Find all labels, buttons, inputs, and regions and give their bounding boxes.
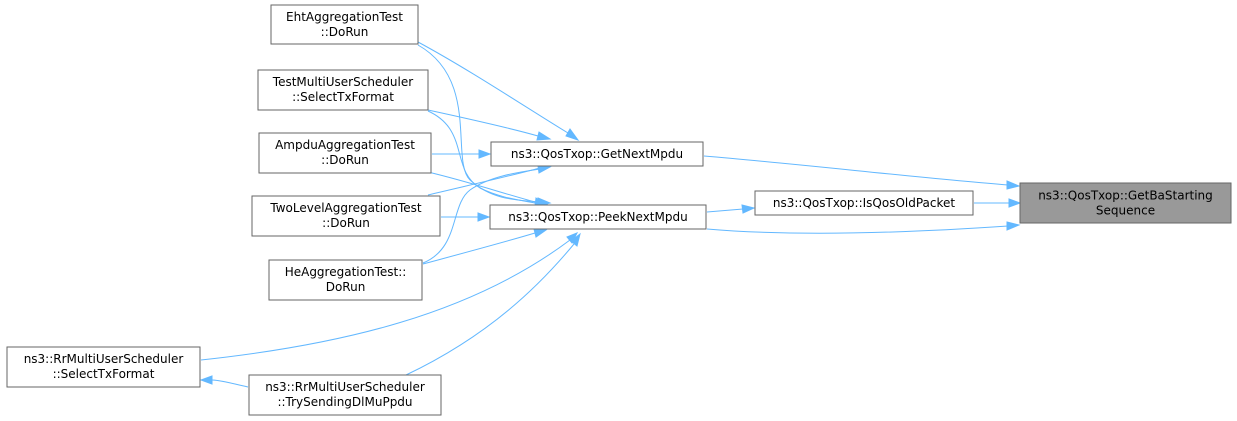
node-get-next-mpdu[interactable]: ns3::QosTxop::GetNextMpdu — [490, 141, 704, 167]
edge-rrtry-to-peeknext — [405, 232, 581, 376]
node-label-line: Sequence — [1096, 204, 1155, 218]
node-label-line: ::DoRun — [321, 153, 369, 167]
node-label-line: TwoLevelAggregationTest — [269, 201, 422, 215]
node-label-line: ns3::QosTxop::IsQosOldPacket — [773, 196, 956, 210]
node-label-line: ::SelectTxFormat — [53, 367, 155, 381]
node-get-ba-starting-sequence[interactable]: ns3::QosTxop::GetBaStarting Sequence — [1019, 182, 1232, 224]
node-label-line: ns3::QosTxop::PeekNextMpdu — [508, 210, 687, 224]
node-he-aggregation-test-dorun[interactable]: HeAggregationTest:: DoRun — [268, 259, 423, 301]
edge-testmu-to-getnext — [427, 109, 552, 141]
node-label-line: ns3::RrMultiUserScheduler — [24, 352, 184, 366]
node-label-line: ::DoRun — [322, 216, 370, 230]
edge-twolevel-to-peeknext — [441, 212, 491, 222]
node-rr-multi-user-scheduler-select-tx-format[interactable]: ns3::RrMultiUserScheduler ::SelectTxForm… — [6, 346, 201, 388]
edge-isqos-to-root — [974, 198, 1022, 208]
edge-eht-to-getnext — [417, 41, 580, 141]
node-label-line: ns3::QosTxop::GetNextMpdu — [511, 147, 683, 161]
node-label-line: DoRun — [326, 280, 366, 294]
edge-ampdu-to-getnext — [432, 149, 492, 159]
node-eht-aggregation-test-dorun[interactable]: EhtAggregationTest ::DoRun — [270, 4, 419, 45]
edge-rrtry-to-rrselect — [199, 375, 249, 388]
node-two-level-aggregation-test-dorun[interactable]: TwoLevelAggregationTest ::DoRun — [251, 195, 441, 237]
node-label-line: HeAggregationTest:: — [285, 265, 407, 279]
node-label-line: ::SelectTxFormat — [292, 90, 394, 104]
node-label-line: TestMultiUserScheduler — [272, 75, 413, 89]
node-label-line: ns3::RrMultiUserScheduler — [265, 380, 425, 394]
node-peek-next-mpdu[interactable]: ns3::QosTxop::PeekNextMpdu — [489, 204, 707, 230]
edge-peeknext-to-isqos — [706, 204, 756, 214]
node-label-line: EhtAggregationTest — [286, 10, 403, 24]
edge-he-to-peeknext — [422, 228, 548, 265]
node-is-qos-old-packet[interactable]: ns3::QosTxop::IsQosOldPacket — [754, 190, 974, 216]
node-test-multi-user-scheduler-select-tx-format[interactable]: TestMultiUserScheduler ::SelectTxFormat — [257, 69, 429, 111]
node-rr-multi-user-scheduler-try-sending-dl-mu-ppdu[interactable]: ns3::RrMultiUserScheduler ::TrySendingDl… — [248, 374, 442, 416]
edge-peeknext-to-root — [706, 221, 1021, 234]
edge-getnext-to-root — [703, 155, 1021, 190]
node-ampdu-aggregation-test-dorun[interactable]: AmpduAggregationTest ::DoRun — [258, 132, 432, 174]
edge-ampdu-to-peeknext — [427, 171, 549, 207]
node-label-line: ::TrySendingDlMuPpdu — [277, 395, 412, 409]
node-label-line: AmpduAggregationTest — [275, 138, 415, 152]
node-label-line: ::DoRun — [321, 25, 369, 39]
node-label-line: ns3::QosTxop::GetBaStarting — [1038, 189, 1213, 203]
